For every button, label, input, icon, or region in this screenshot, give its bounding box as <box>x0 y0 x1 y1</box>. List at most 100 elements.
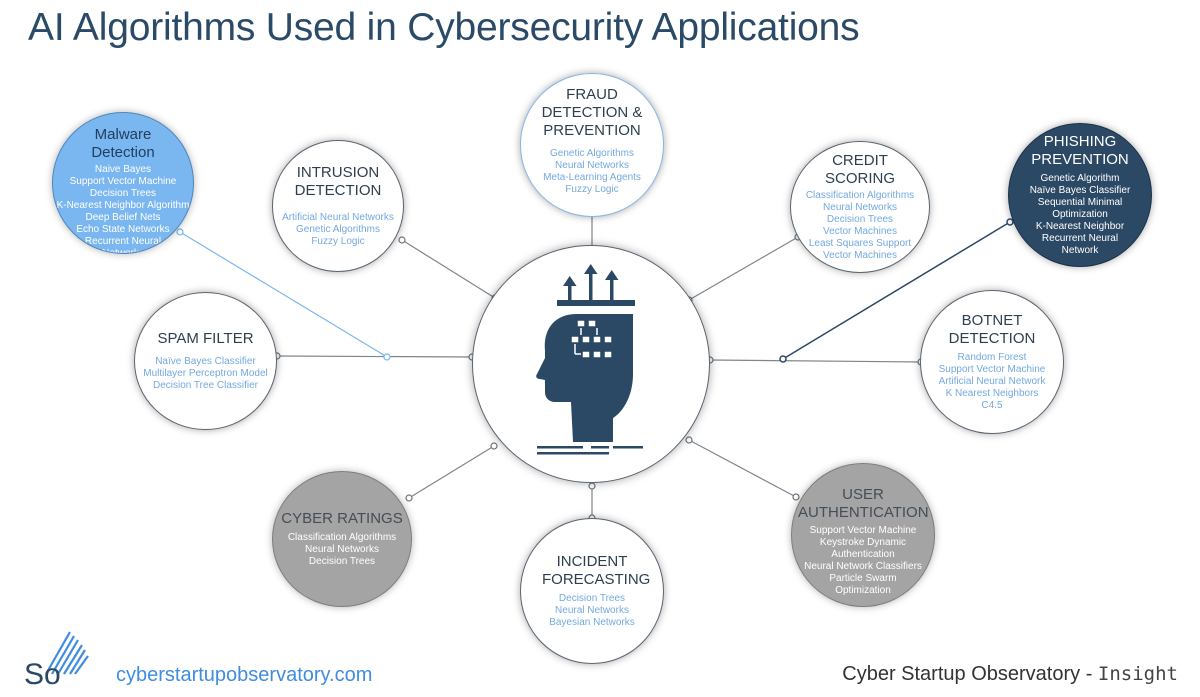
brand-name: Cyber Startup Observatory <box>842 663 1081 685</box>
link-phishing <box>782 221 1011 360</box>
algorithm-item: Genetic Algorithms <box>296 224 380 235</box>
link-dot <box>398 236 406 244</box>
node-title: CYBER RATINGS <box>281 510 403 527</box>
link-dot <box>383 353 391 361</box>
algorithm-item: Genetic Algorithm <box>1040 173 1120 184</box>
node-title: Malware Detection <box>91 126 155 161</box>
algorithm-item: Support Vector Machine <box>69 176 177 187</box>
link-intrusion <box>401 239 496 299</box>
algorithm-item: Random Forest <box>957 352 1027 363</box>
algorithm-item: Vector Machines <box>823 250 897 261</box>
algorithm-item: Keystroke Dynamic <box>819 537 907 548</box>
algorithm-item: Multilayer Perceptron Model <box>143 368 268 379</box>
algorithm-item: Decision Trees <box>558 593 626 604</box>
node-title: FRAUD DETECTION & PREVENTION <box>541 86 643 139</box>
algorithm-item: Artificial Neural Network <box>938 376 1046 387</box>
algorithm-item: K-Nearest Neighbor <box>1035 221 1125 232</box>
algorithm-item: Support Vector Machine <box>809 525 917 536</box>
algorithm-item: Classification Algorithms <box>287 532 397 543</box>
algorithm-item: Bayesian Networks <box>549 617 635 628</box>
algorithm-item: Recurrent Neural <box>1041 233 1119 244</box>
node-title: SPAM FILTER <box>157 330 254 347</box>
node-title: CREDIT SCORING <box>824 152 895 187</box>
algorithm-item: Fuzzy Logic <box>565 184 619 195</box>
algorithm-item: Authentication <box>831 549 895 560</box>
node-title: INCIDENT FORECASTING <box>542 553 651 588</box>
brand-insight: Insight <box>1097 663 1178 685</box>
link-spam <box>276 355 473 358</box>
node-title: BOTNET DETECTION <box>948 312 1036 347</box>
algorithm-item: Fuzzy Logic <box>311 236 365 247</box>
algorithm-item: Naïve Bayes Classifier <box>1029 185 1131 196</box>
algorithm-item: Decision Trees <box>308 556 376 567</box>
algorithm-item: Neural Networks <box>305 544 379 555</box>
logo-text: So <box>24 658 61 690</box>
brain-algorithm-head-icon <box>536 264 643 455</box>
algorithm-item: Decision Trees <box>89 188 157 199</box>
link-dot <box>779 355 787 363</box>
node-title: PHISHING PREVENTION <box>1031 133 1129 168</box>
algorithm-item: Neural Networks <box>555 605 629 616</box>
cyber-startup-observatory-logo-icon: So <box>24 631 89 690</box>
algorithm-item: Support Vector Machine <box>938 364 1046 375</box>
algorithm-item: Neural Network Classifiers <box>804 561 922 572</box>
link-botnet <box>709 359 922 363</box>
node-fraud-detection: FRAUD DETECTION & PREVENTION Genetic Alg… <box>520 73 664 217</box>
node-user-authentication: USER AUTHENTICATION Support Vector Machi… <box>791 463 935 607</box>
link-ratings <box>408 445 495 499</box>
algorithm-item: K-Nearest Neighbor Algorithm <box>56 200 190 211</box>
algorithm-item: Genetic Algorithms <box>550 148 634 159</box>
link-dot <box>405 494 413 502</box>
link-dot <box>588 482 596 490</box>
node-intrusion-detection: INTRUSION DETECTION Artificial Neural Ne… <box>272 140 404 272</box>
algorithm-item: Neural Networks <box>555 160 629 171</box>
node-title: USER AUTHENTICATION <box>798 486 929 521</box>
link-dot <box>490 442 498 450</box>
algorithm-item: Meta-Learning Agents <box>543 172 641 183</box>
algorithm-item: Networks <box>102 248 144 254</box>
link-dot <box>685 436 693 444</box>
link-auth <box>688 439 797 498</box>
link-credit <box>688 236 799 301</box>
algorithm-item: Particle Swarm <box>829 573 897 584</box>
brand-separator: - <box>1085 663 1093 685</box>
link-dot <box>176 228 184 236</box>
algorithm-item: Deep Belief Nets <box>85 212 161 223</box>
link-dot <box>792 493 800 501</box>
algorithm-item: Classification Algorithms <box>805 190 915 201</box>
link-malware <box>179 231 388 358</box>
page-title: AI Algorithms Used in Cybersecurity Appl… <box>28 6 860 49</box>
node-credit-scoring: CREDIT SCORING Classification Algorithms… <box>790 141 930 273</box>
algorithm-item: C4.5 <box>981 400 1003 411</box>
algorithm-item: K Nearest Neighbors <box>945 388 1039 399</box>
node-title: INTRUSION DETECTION <box>294 164 382 199</box>
algorithm-item: Naive Bayes <box>94 164 152 175</box>
website-link[interactable]: cyberstartupobservatory.com <box>116 664 373 686</box>
algorithm-item: Optimization <box>1052 209 1108 220</box>
center-ai-circle <box>472 245 710 483</box>
algorithm-item: Naïve Bayes Classifier <box>155 356 256 367</box>
algorithm-item: Recurrent Neural <box>84 236 162 247</box>
algorithm-item: Sequential Minimal <box>1037 197 1123 208</box>
algorithm-item: Decision Tree Classifier <box>152 380 259 391</box>
algorithm-item: Echo State Networks <box>76 224 170 235</box>
algorithm-item: Decision Trees <box>826 214 894 225</box>
algorithm-item: Least Squares Support <box>808 238 912 249</box>
algorithm-item: Neural Networks <box>823 202 897 213</box>
brand-signature: Cyber Startup Observatory - Insight <box>842 663 1178 686</box>
